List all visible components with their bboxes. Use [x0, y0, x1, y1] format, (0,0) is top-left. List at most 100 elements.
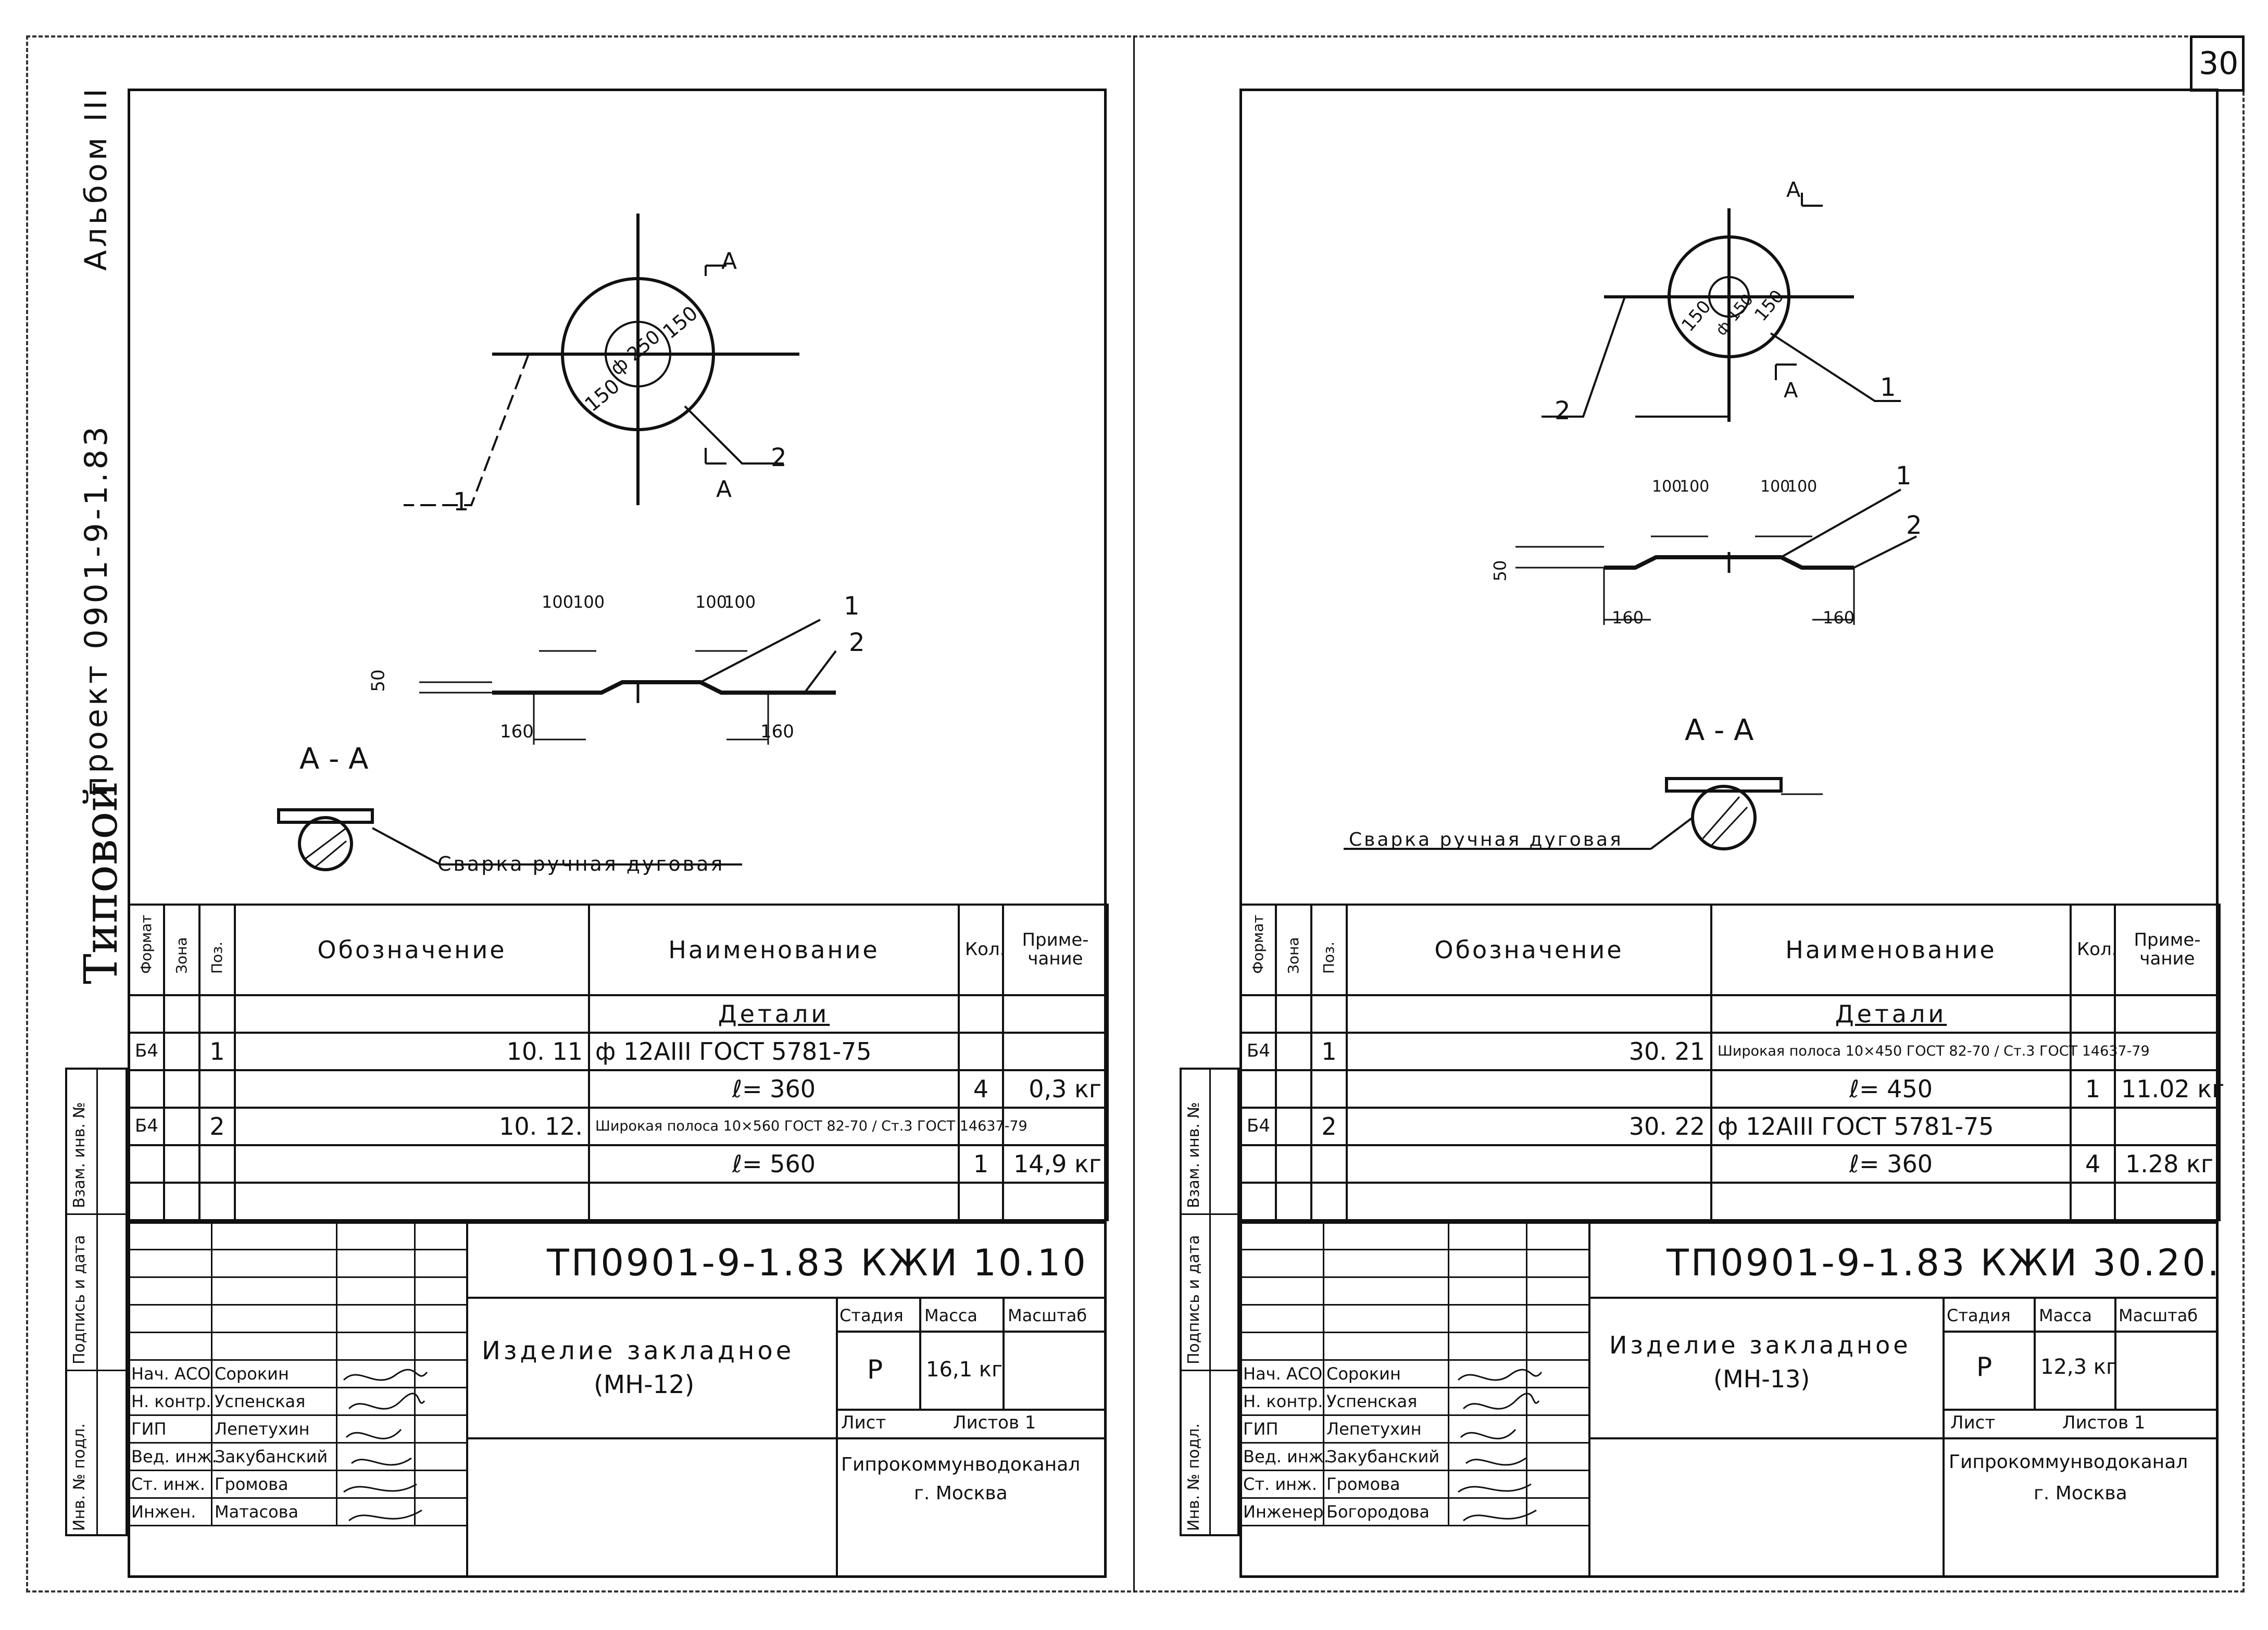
section-mark-a2: А: [716, 476, 732, 503]
table-row: ℓ= 560 1 14,9 кг: [128, 1144, 1109, 1184]
spec-table: Формат Зона Поз. Обозначение Наименовани…: [128, 904, 1109, 1221]
dim-b2: 160: [760, 721, 794, 742]
margin-inv-no-2: Инв. № подл.: [1185, 1423, 1203, 1531]
leader-2-2: 2: [1555, 396, 1571, 425]
signer-row: Н. контр.Успенская: [1239, 1387, 1590, 1416]
section-mark-a1: А: [721, 248, 737, 274]
table-row: Б4 2 30. 22 ф 12АIII ГОСТ 5781-75: [1239, 1107, 2221, 1146]
dim-top2-2: 100: [1680, 478, 1710, 496]
weld-note-2: Сварка ручная дуговая: [1349, 829, 1623, 850]
leader-2b-2: 2: [1906, 511, 1922, 540]
sheets-count-2: Листов 1: [2062, 1412, 2146, 1433]
plan-view-drawing: [277, 214, 837, 871]
album-title: Альбом III: [78, 85, 114, 271]
hdr-zone: Зона: [173, 937, 190, 974]
hdr-qty-2: Кол.: [2070, 904, 2117, 996]
dim-top2: 100: [573, 592, 605, 612]
hdr-note: Приме-чание: [1002, 904, 1109, 996]
row-designation: 10. 11: [234, 1032, 590, 1071]
table-row: Б4 2 10. 12. Широкая полоса 10×560 ГОСТ …: [128, 1107, 1109, 1146]
hdr-pos-2: Поз.: [1320, 942, 1337, 974]
plan-view-drawing-2: [1344, 193, 1917, 850]
album-project: проект 0901-9-1.83: [78, 423, 115, 797]
item-title-b: Изделие закладное: [1609, 1331, 1911, 1359]
row-name: ф 12АIII ГОСТ 5781-75: [588, 1032, 960, 1071]
spec-table-2: Формат Зона Поз. Обозначение Наименовани…: [1239, 904, 2224, 1221]
section-mark-a1-2: А: [1786, 178, 1801, 202]
spec-section: Детали: [588, 994, 960, 1034]
mass-value-2: 12,3 кг: [2040, 1355, 2117, 1379]
signature-scribbles: [343, 1369, 428, 1522]
signer-row: Вед. инж.Закубанский: [128, 1442, 468, 1471]
signer-row: Инжен.Матасова: [128, 1497, 468, 1526]
dim-top1-2: 100: [1652, 478, 1682, 496]
mass-label: Масса: [924, 1306, 978, 1325]
row-length: ℓ= 360: [588, 1069, 960, 1109]
margin-replace-inv-2: Взам. инв. №: [1185, 1102, 1203, 1208]
dim-top4: 100: [724, 592, 756, 612]
stage-label-2: Стадия: [1947, 1306, 2011, 1325]
stage-label: Стадия: [839, 1306, 904, 1325]
scale-label: Масштаб: [1008, 1306, 1087, 1325]
dim-top3: 100: [695, 592, 728, 612]
hdr-zone-2: Зона: [1285, 937, 1302, 974]
leader-1b: 1: [844, 592, 860, 621]
outer-frame: [26, 35, 2245, 1593]
item-title: Изделие закладное: [482, 1336, 795, 1365]
leader-1: 1: [453, 487, 469, 517]
org-city-2: г. Москва: [2034, 1483, 2127, 1504]
margin-inv-no: Инв. № подл.: [70, 1423, 89, 1531]
sheets-count: Листов 1: [953, 1412, 1036, 1433]
signer-row: Ст. инж.Громова: [1239, 1470, 1590, 1499]
page-number: 30: [2199, 45, 2239, 82]
item-title-2: (МН-12): [594, 1370, 695, 1399]
table-row: Б4 1 10. 11 ф 12АIII ГОСТ 5781-75: [128, 1032, 1109, 1071]
section-title-2: А - А: [1685, 713, 1754, 747]
org-city: г. Москва: [914, 1483, 1008, 1504]
signer-row: Вед. инж.Закубанский: [1239, 1442, 1590, 1471]
dim-top4-2: 100: [1787, 478, 1818, 496]
mass-label-2: Масса: [2039, 1306, 2092, 1325]
table-row: Б4 1 30. 21 Широкая полоса 10×450 ГОСТ 8…: [1239, 1032, 2221, 1071]
dim-b2-2: 160: [1823, 608, 1855, 628]
signer-row: Ст. инж.Громова: [128, 1470, 468, 1499]
leader-2b: 2: [849, 628, 865, 657]
table-row: ℓ= 360 4 0,3 кг: [128, 1069, 1109, 1109]
table-row: ℓ= 450 1 11.02 кг: [1239, 1069, 2224, 1109]
dim-h-2: 50: [1490, 560, 1510, 582]
table-row: ℓ= 360 4 1.28 кг: [1239, 1144, 2221, 1184]
hdr-note-2: Приме-чание: [2114, 904, 2221, 996]
center-fold-line: [1133, 35, 1135, 1593]
doc-code-2: ТП0901-9-1.83 КЖИ 30.20.: [1666, 1242, 2222, 1284]
row-qty: [958, 1032, 1004, 1071]
hdr-name: Наименование: [588, 904, 960, 996]
leader-1-2: 1: [1880, 373, 1896, 402]
margin-replace-inv: Взам. инв. №: [70, 1102, 89, 1208]
signature-scribbles-2: [1457, 1369, 1543, 1522]
org-name-2: Гипрокоммунводоканал: [1949, 1451, 2188, 1473]
sheet-label-2: Лист: [1950, 1412, 1996, 1433]
row-note: [1002, 1032, 1109, 1071]
sheet-label: Лист: [841, 1412, 886, 1433]
hdr-qty: Кол.: [958, 904, 1005, 996]
hdr-name-2: Наименование: [1710, 904, 2072, 996]
signer-row: Н. контр.Успенская: [128, 1387, 468, 1416]
dim-b1: 160: [500, 721, 534, 742]
row-format: Б4: [128, 1032, 165, 1071]
stage-value: Р: [867, 1355, 883, 1385]
margin-sign-date: Подпись и дата: [70, 1235, 89, 1365]
dim-top1: 100: [542, 592, 574, 612]
mass-value: 16,1 кг: [926, 1358, 1003, 1382]
leader-1b-2: 1: [1896, 461, 1912, 491]
section-title: А - А: [299, 742, 369, 776]
row-pos: 1: [198, 1032, 236, 1071]
stage-value-2: Р: [1976, 1352, 1993, 1382]
margin-sign-date-2: Подпись и дата: [1185, 1235, 1203, 1365]
hdr-format: Формат: [137, 914, 155, 974]
